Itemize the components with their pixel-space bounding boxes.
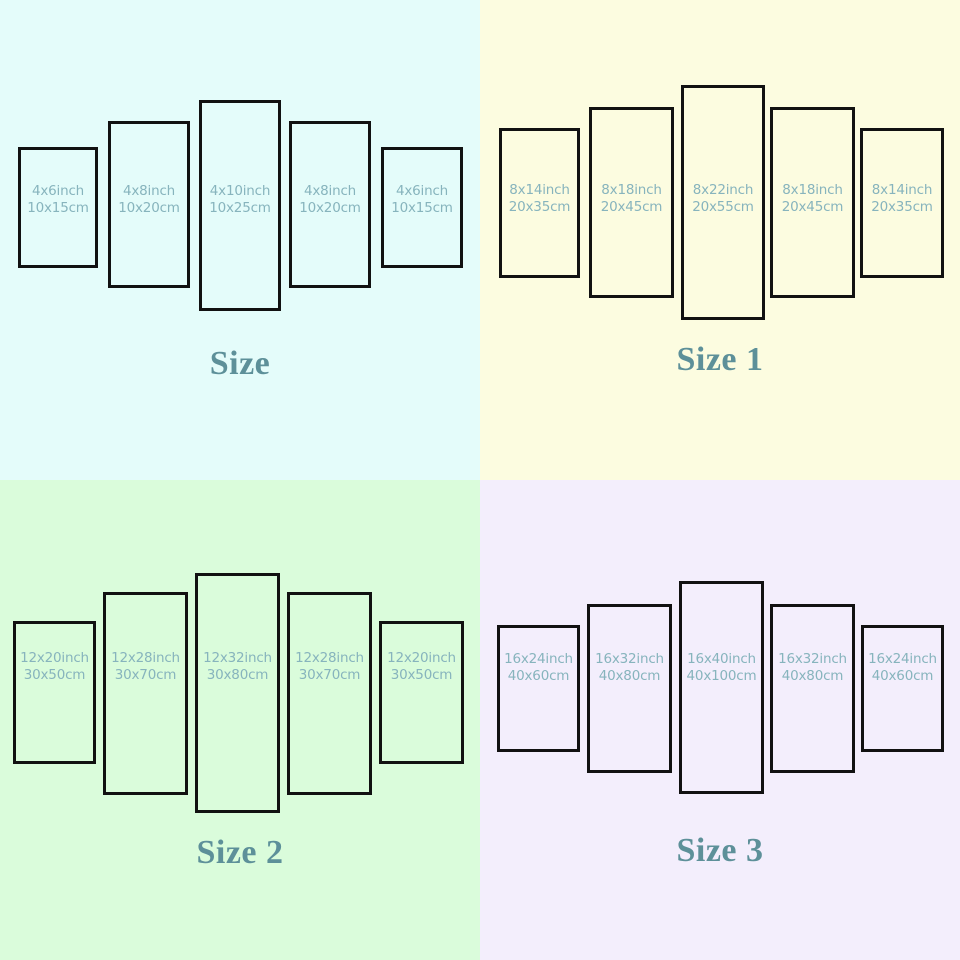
- canvas-panel: [381, 147, 463, 268]
- canvas-panel: [18, 147, 98, 268]
- quadrant-title-size-3: Size 3: [676, 832, 764, 869]
- canvas-panel: [770, 604, 855, 773]
- canvas-panel: [860, 128, 944, 278]
- canvas-panel: [681, 85, 765, 320]
- canvas-panel: [587, 604, 672, 773]
- canvas-panel: [289, 121, 371, 288]
- canvas-panel: [499, 128, 580, 278]
- canvas-panel: [103, 592, 188, 795]
- quadrant-title-size: Size: [209, 345, 271, 382]
- canvas-panel: [195, 573, 280, 813]
- canvas-panel: [589, 107, 674, 298]
- canvas-panel: [770, 107, 855, 298]
- canvas-panel: [199, 100, 281, 311]
- canvas-panel: [861, 625, 944, 752]
- quadrant-title-size-2: Size 2: [196, 834, 284, 871]
- canvas-panel: [287, 592, 372, 795]
- canvas-panel: [13, 621, 96, 764]
- canvas-panel: [497, 625, 580, 752]
- quadrant-title-size-1: Size 1: [676, 341, 764, 378]
- canvas-panel: [679, 581, 764, 794]
- canvas-panel: [379, 621, 464, 764]
- canvas-panel: [108, 121, 190, 288]
